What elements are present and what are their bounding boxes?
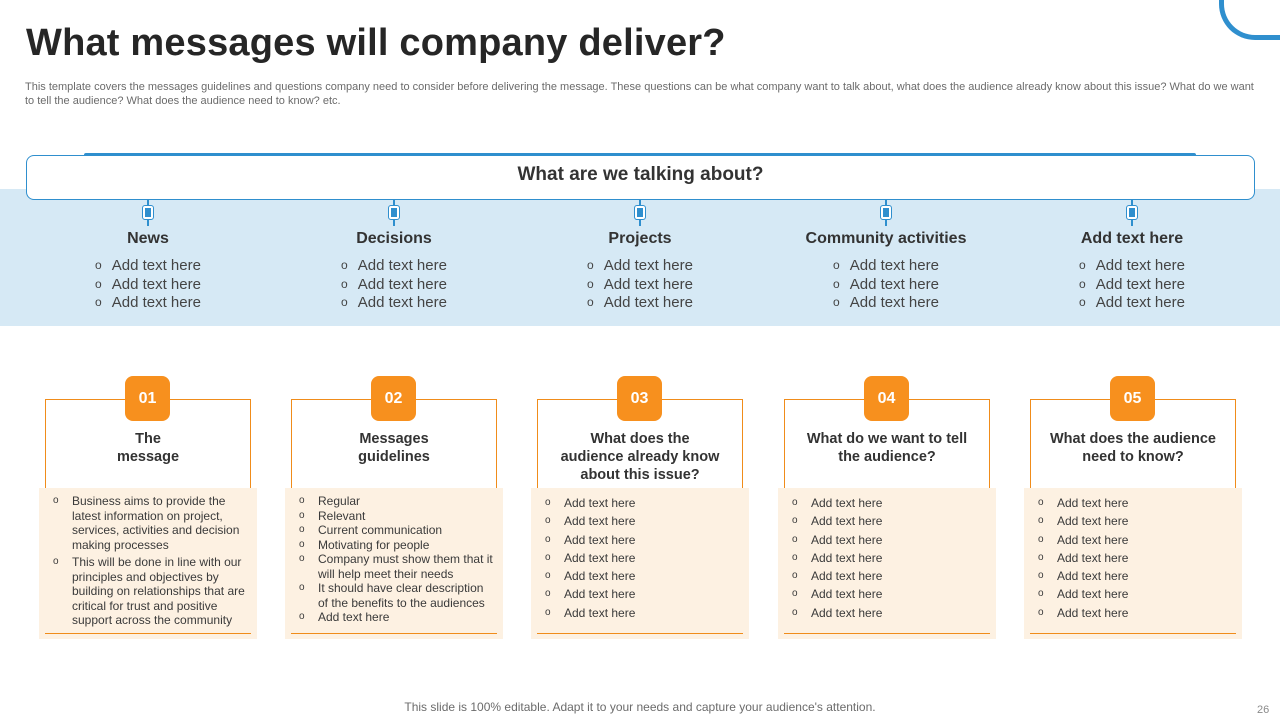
card-number-badge: 02: [371, 376, 416, 421]
list-item: Add text here: [25, 294, 271, 313]
topic-column-list: Add text here Add text here Add text her…: [517, 257, 763, 313]
pin-icon: [634, 200, 646, 226]
card-title-line: guidelines: [358, 449, 430, 465]
pin-icon: [1126, 200, 1138, 226]
card-number-badge: 04: [864, 376, 909, 421]
list-item: Add text here: [545, 494, 739, 513]
list-item: Add text here: [1038, 512, 1232, 531]
list-item: Add text here: [792, 494, 986, 513]
list-item: Add text here: [1038, 549, 1232, 568]
list-item: Add text here: [1038, 604, 1232, 623]
card-number-badge: 03: [617, 376, 662, 421]
list-item: Motivating for people: [299, 538, 493, 553]
corner-decoration: [1219, 0, 1280, 40]
list-item: Add text here: [792, 585, 986, 604]
list-item: Add text here: [25, 276, 271, 295]
list-item: Add text here: [763, 294, 1009, 313]
topic-column-title: Projects: [608, 230, 672, 247]
topic-header: What are we talking about?: [26, 155, 1255, 200]
slide-title: What messages will company deliver?: [26, 22, 726, 64]
card-title-line: What do we want to tell: [806, 431, 968, 447]
card-body: Regular Relevant Current communication M…: [291, 488, 497, 633]
card-title-line: audience already know: [560, 449, 720, 465]
topic-column-title: News: [127, 230, 169, 247]
list-item: Add text here: [545, 531, 739, 550]
topic-column-title: Add text here: [1080, 230, 1184, 247]
card-title: Messages guidelines: [291, 430, 497, 466]
list-item: Relevant: [299, 509, 493, 524]
list-item: Add text here: [299, 610, 493, 625]
card-title-line: message: [116, 449, 180, 465]
list-item: Add text here: [792, 567, 986, 586]
card-number-badge: 01: [125, 376, 170, 421]
list-item: Add text here: [545, 512, 739, 531]
list-item: Add text here: [792, 512, 986, 531]
list-item: Add text here: [1038, 567, 1232, 586]
card-title: What does the audience already know abou…: [537, 430, 743, 484]
list-item: Business aims to provide the latest info…: [53, 494, 247, 552]
list-item: Add text here: [792, 549, 986, 568]
card-body: Add text here Add text here Add text her…: [537, 488, 743, 633]
card-title-line: need to know?: [1082, 449, 1184, 465]
card-title-line: What does the: [590, 431, 690, 447]
list-item: Add text here: [763, 276, 1009, 295]
list-item: Add text here: [271, 294, 517, 313]
list-item: Add text here: [1038, 585, 1232, 604]
card-title-line: the audience?: [838, 449, 936, 465]
card-list: Regular Relevant Current communication M…: [291, 488, 497, 625]
list-item: Add text here: [1038, 494, 1232, 513]
list-item: Add text here: [1009, 276, 1255, 295]
card-title-line: about this issue?: [580, 467, 700, 483]
card-body: Add text here Add text here Add text her…: [784, 488, 990, 633]
card-title-line: Messages: [359, 431, 429, 447]
list-item: Add text here: [271, 276, 517, 295]
pin-icon: [880, 200, 892, 226]
card-body: Business aims to provide the latest info…: [45, 488, 251, 633]
topic-heading: What are we talking about?: [517, 163, 764, 185]
topic-column-title: Decisions: [356, 230, 432, 247]
list-item: This will be done in line with our princ…: [53, 555, 247, 628]
list-item: Regular: [299, 494, 493, 509]
slide-subtitle: This template covers the messages guidel…: [25, 81, 1254, 107]
card-title: The message: [45, 430, 251, 466]
topic-column-list: Add text here Add text here Add text her…: [763, 257, 1009, 313]
list-item: Add text here: [517, 276, 763, 295]
list-item: Add text here: [792, 531, 986, 550]
card-title: What do we want to tell the audience?: [784, 430, 990, 466]
card-list: Business aims to provide the latest info…: [45, 488, 251, 628]
list-item: Add text here: [545, 549, 739, 568]
list-item: Add text here: [545, 567, 739, 586]
card-number-badge: 05: [1110, 376, 1155, 421]
list-item: Add text here: [271, 257, 517, 276]
topic-column-list: Add text here Add text here Add text her…: [1009, 257, 1255, 313]
list-item: Add text here: [792, 604, 986, 623]
card-list: Add text here Add text here Add text her…: [784, 488, 990, 622]
list-item: Add text here: [25, 257, 271, 276]
list-item: Current communication: [299, 523, 493, 538]
list-item: Add text here: [545, 585, 739, 604]
slide-footer: This slide is 100% editable. Adapt it to…: [404, 700, 876, 714]
topic-column-list: Add text here Add text here Add text her…: [271, 257, 517, 313]
list-item: Add text here: [517, 294, 763, 313]
card-list: Add text here Add text here Add text her…: [1030, 488, 1236, 622]
card-title: What does the audience need to know?: [1030, 430, 1236, 466]
card-body: Add text here Add text here Add text her…: [1030, 488, 1236, 633]
pin-icon: [142, 200, 154, 226]
list-item: Add text here: [1009, 257, 1255, 276]
list-item: Add text here: [1038, 531, 1232, 550]
list-item: Add text here: [517, 257, 763, 276]
page-number: 26: [1257, 704, 1270, 716]
list-item: Add text here: [545, 604, 739, 623]
topic-column-list: Add text here Add text here Add text her…: [25, 257, 271, 313]
card-title-line: The: [135, 431, 161, 447]
list-item: Add text here: [1009, 294, 1255, 313]
card-list: Add text here Add text here Add text her…: [537, 488, 743, 622]
list-item: Add text here: [763, 257, 1009, 276]
topic-column-title: Community activities: [805, 230, 967, 247]
pin-icon: [388, 200, 400, 226]
card-title-line: What does the audience: [1050, 431, 1216, 447]
list-item: Company must show them that it will help…: [299, 552, 493, 581]
list-item: It should have clear description of the …: [299, 581, 493, 610]
